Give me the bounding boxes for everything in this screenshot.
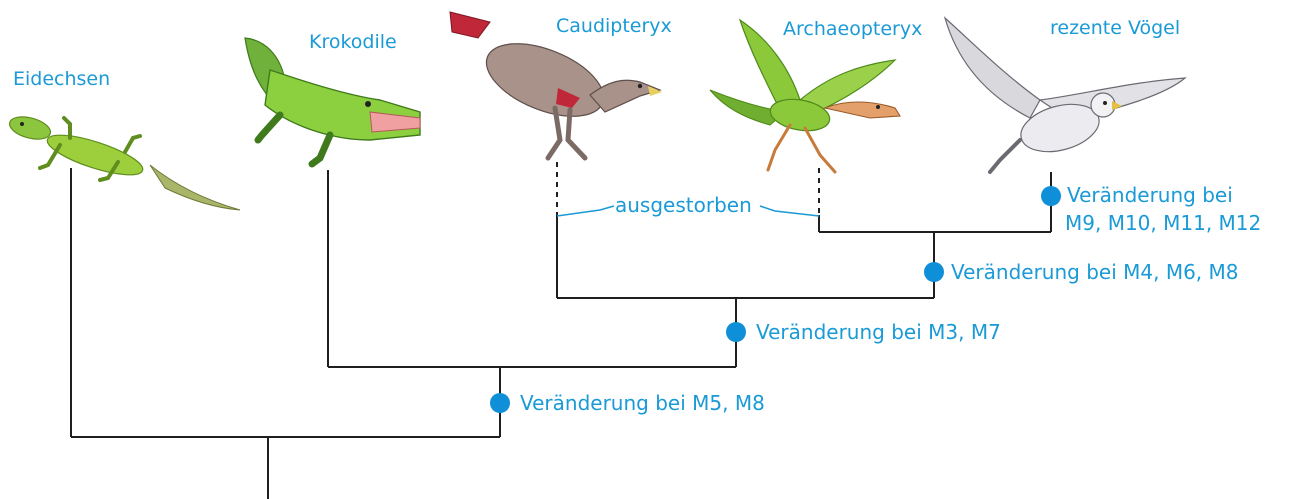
taxon-label-crocodiles: Krokodile (309, 31, 397, 53)
taxon-label-caudipteryx: Caudipteryx (556, 15, 672, 37)
taxon-label-birds: rezente Vögel (1050, 17, 1180, 39)
change-marker-node3 (924, 262, 944, 282)
change-marker-node2 (726, 322, 746, 342)
extinct-line-right (760, 206, 819, 216)
change-marker-node4 (1041, 186, 1061, 206)
taxon-label-lizards: Eidechsen (13, 68, 110, 90)
change-label-node1: Veränderung bei M5, M8 (520, 391, 765, 415)
change-label-node4-line1: Veränderung bei (1067, 183, 1233, 207)
crocodile-illustration (245, 38, 420, 164)
bird-illustration (945, 18, 1185, 172)
extinct-line-left (557, 206, 614, 216)
taxon-label-archaeopteryx: Archaeopteryx (783, 18, 922, 40)
archaeopteryx-illustration (710, 20, 900, 172)
lizard-illustration (7, 113, 240, 210)
change-label-node4-line2: M9, M10, M11, M12 (1065, 211, 1261, 235)
change-label-node3: Veränderung bei M4, M6, M8 (951, 260, 1239, 284)
change-label-node2: Veränderung bei M3, M7 (756, 320, 1001, 344)
extinct-label: ausgestorben (615, 193, 752, 217)
change-marker-node1 (490, 393, 510, 413)
